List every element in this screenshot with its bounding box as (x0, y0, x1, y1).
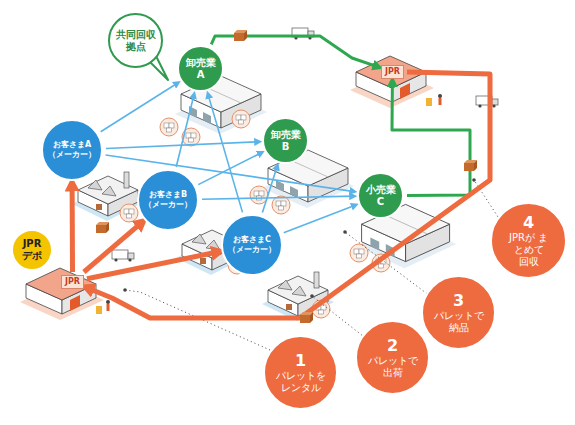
maker-badge: お客さまB （メーカー） (137, 169, 199, 231)
flow-arrow (70, 184, 75, 272)
flow-arrow (284, 205, 356, 233)
callout-number: 3 (453, 292, 464, 310)
flow-arrow (101, 83, 178, 132)
flow-arrow (262, 166, 277, 213)
text-holder: 卸売業 B (271, 129, 301, 153)
flow-arrow (392, 82, 470, 196)
callout-bubble: 共同回収拠点 (108, 13, 163, 68)
maker-badge: お客さまC （メーカー） (221, 214, 283, 276)
wholesaler-badge: 卸売業 A (177, 45, 224, 92)
node-label: JPR デポ (20, 238, 44, 262)
text-holder: お客さまB （メーカー） (143, 190, 193, 209)
node-label: パレットで 出荷 (367, 355, 419, 379)
node-label: お客さまA （メーカー） (47, 140, 97, 159)
node-label: JPR (385, 67, 400, 77)
step-circle: 4JPRが まとめて 回収 (490, 202, 567, 279)
retailer-badge: 小売業 C (357, 172, 404, 219)
text-holder: JPR デポ (20, 238, 44, 262)
depot-badge: JPR デポ (11, 229, 53, 271)
callout-number: 1 (295, 352, 306, 370)
callout-number: 2 (387, 337, 398, 355)
text-holder: JPR (65, 277, 80, 287)
text-holder: お客さまA （メーカー） (47, 140, 97, 159)
text-holder: 1パレットを レンタル (275, 352, 327, 394)
text-holder: 卸売業 A (186, 57, 216, 81)
text-holder: 3パレットで 納品 (433, 292, 485, 334)
text-holder: 2パレットで 出荷 (367, 337, 419, 379)
building-sign: JPR (381, 65, 404, 79)
flow-arrow (87, 72, 490, 318)
text-holder: 4JPRが まとめて 回収 (508, 214, 550, 268)
node-label: パレットを レンタル (275, 370, 327, 394)
node-label: JPRが まとめて 回収 (508, 232, 550, 268)
maker-badge: お客さまA （メーカー） (41, 119, 103, 181)
node-label: お客さまC （メーカー） (227, 235, 277, 254)
step-circle: 2パレットで 出荷 (355, 320, 430, 395)
node-label: お客さまB （メーカー） (143, 190, 193, 209)
building-sign: JPR (61, 275, 84, 289)
node-label: 共同回収拠点 (116, 29, 156, 53)
flow-arrow (84, 222, 142, 272)
node-label: パレットで 納品 (433, 310, 485, 334)
text-holder: JPR (385, 67, 400, 77)
flow-arrow (208, 94, 243, 212)
step-circle: 3パレットで 納品 (421, 275, 496, 350)
node-label: 小売業 C (366, 184, 396, 208)
node-label: JPR (65, 277, 80, 287)
text-holder: 小売業 C (366, 184, 396, 208)
step-circle: 1パレットを レンタル (263, 335, 338, 410)
text-holder: お客さまC （メーカー） (227, 235, 277, 254)
wholesaler-badge: 卸売業 B (262, 117, 309, 164)
flow-arrow (202, 196, 354, 199)
node-label: 卸売業 A (186, 57, 216, 81)
node-label: 卸売業 B (271, 129, 301, 153)
flow-arrow (87, 252, 219, 279)
text-holder: 共同回収拠点 (116, 29, 156, 53)
callout-number: 4 (523, 214, 534, 232)
flow-arrow (176, 94, 194, 167)
